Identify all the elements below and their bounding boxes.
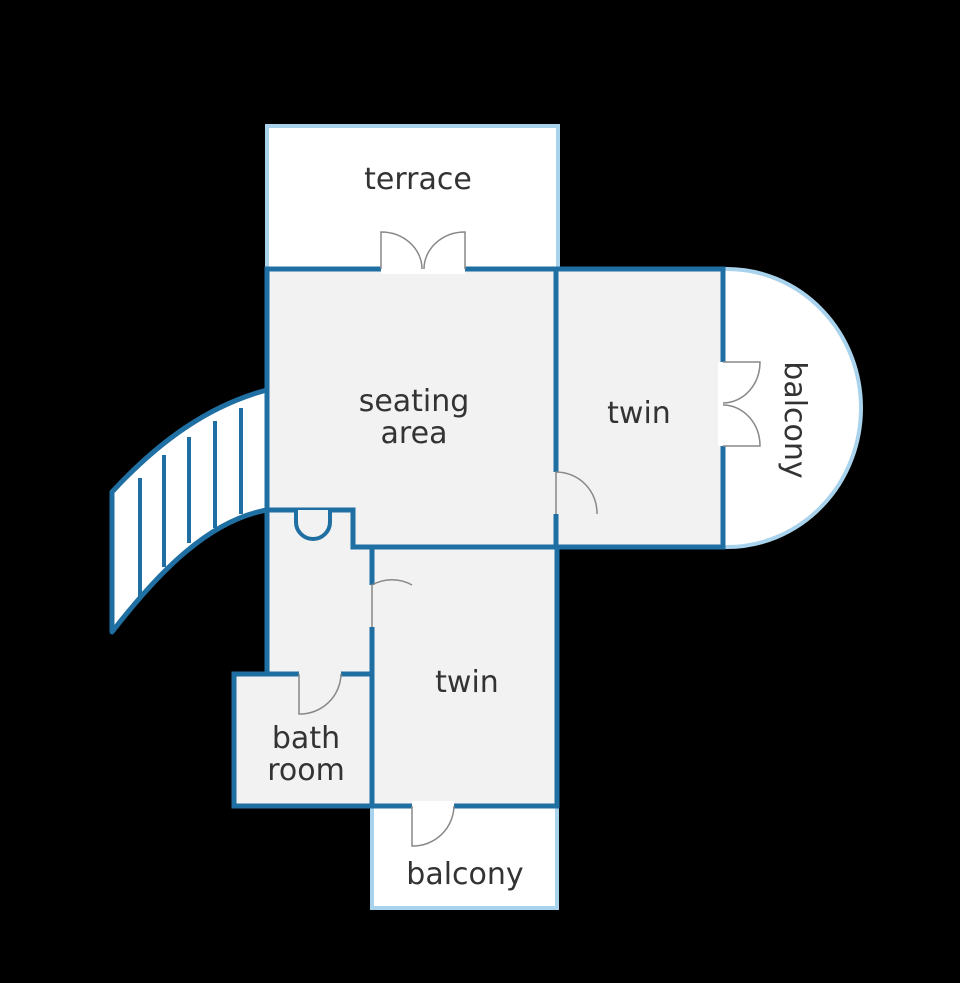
balcony-right-double-door xyxy=(718,361,761,447)
terrace-area xyxy=(265,124,560,272)
balcony-right-label: balcony xyxy=(777,361,812,478)
seating-area-label-line2: area xyxy=(381,416,448,451)
twin-lower-room xyxy=(369,544,560,809)
twin-right-label: twin xyxy=(607,396,671,431)
terrace-double-door xyxy=(380,231,466,274)
twin-lower-door xyxy=(367,579,413,627)
terrace-label: terrace xyxy=(364,162,472,197)
closet-notch xyxy=(294,510,332,541)
bathroom-room xyxy=(231,671,375,809)
balcony-bottom-label: balcony xyxy=(406,857,523,892)
bathroom-label-line2: room xyxy=(267,753,345,788)
balcony-bottom-door xyxy=(411,801,455,847)
seating-area-label-line1: seating xyxy=(359,384,470,419)
bathroom-door xyxy=(298,669,342,715)
twin-right-door xyxy=(551,471,598,515)
bathroom-label-line1: bath xyxy=(272,721,340,756)
balcony-bottom-area xyxy=(370,804,559,910)
twin-lower-label: twin xyxy=(435,665,499,700)
balcony-right-area xyxy=(721,267,863,549)
staircase xyxy=(109,387,270,635)
